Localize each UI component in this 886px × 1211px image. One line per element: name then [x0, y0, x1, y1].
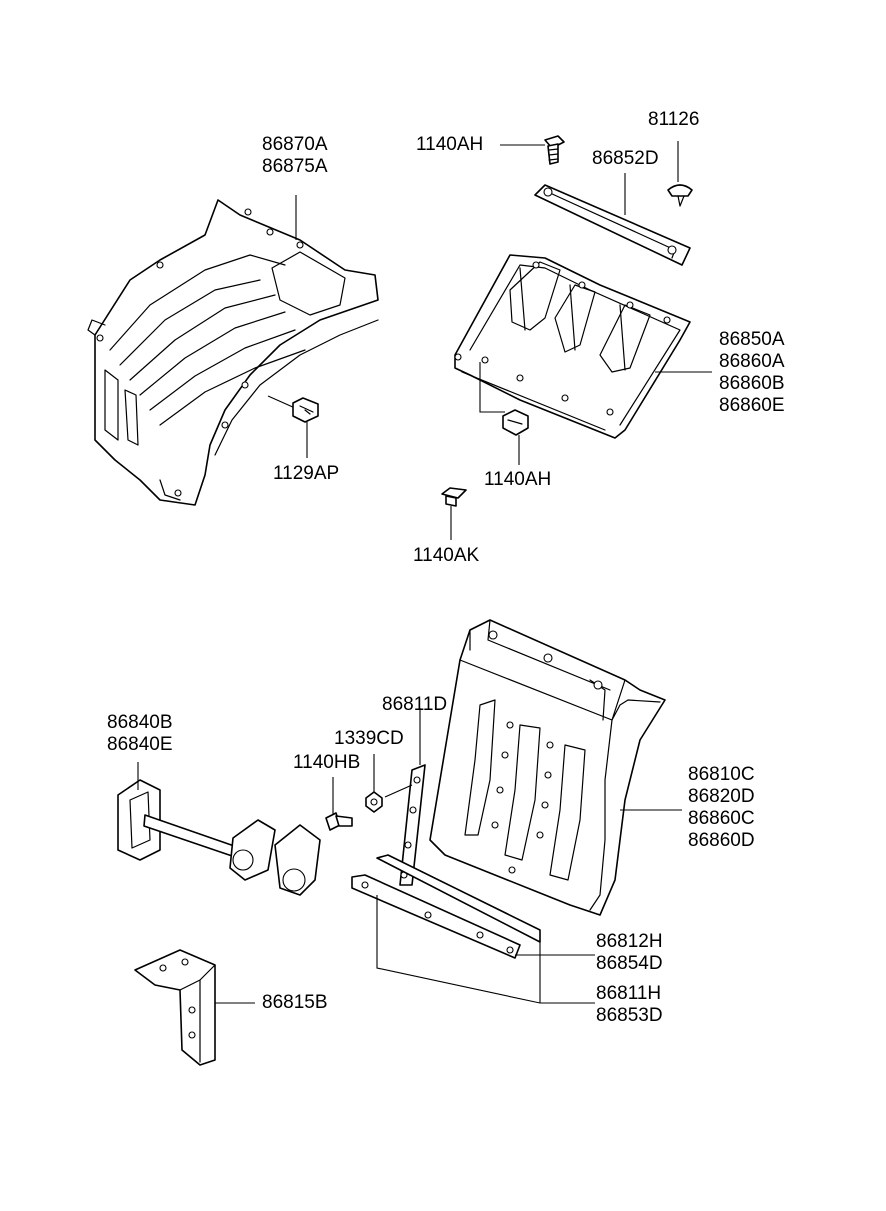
callout-line: 86840E	[107, 734, 173, 755]
callout-line: 86854D	[596, 953, 663, 974]
callout-1140hb: 1140HB	[293, 752, 360, 774]
callout-line: 86811D	[382, 694, 448, 715]
callout-line: 86860E	[719, 395, 785, 416]
flap-strips	[351, 854, 595, 1004]
callout-1140ak: 1140AK	[413, 545, 479, 567]
callout-line: 86860D	[688, 830, 755, 851]
bolt-1140hb-icon	[325, 777, 353, 831]
callout-1129ap: 1129AP	[273, 463, 339, 485]
callout-line: 86840B	[107, 712, 173, 733]
callout-86850a: 86850A 86860A 86860B 86860E	[719, 329, 785, 417]
bolt-1129ap-icon	[292, 397, 319, 458]
callout-line: 86820D	[688, 786, 755, 807]
callout-line: 86853D	[596, 1005, 663, 1026]
callout-86815b: 86815B	[262, 992, 328, 1014]
callout-line: 86815B	[262, 992, 328, 1013]
callout-86811h: 86811H 86853D	[596, 983, 663, 1027]
callout-line: 86860C	[688, 808, 755, 829]
callout-line: 1140AH	[484, 469, 552, 490]
bolt-1140ah-mid-icon	[502, 409, 529, 465]
callout-line: 86870A	[262, 134, 328, 155]
callout-86812h: 86812H 86854D	[596, 931, 663, 975]
bracket-86815b	[134, 949, 255, 1066]
support-rod	[117, 762, 321, 896]
callout-line: 1140AH	[416, 134, 484, 155]
bolt-1140ak-icon	[441, 487, 467, 540]
callout-86870a: 86870A 86875A	[262, 134, 328, 178]
callout-86852d: 86852D	[592, 148, 659, 170]
callout-line: 81126	[648, 109, 700, 130]
wheel-housing-panel	[87, 195, 379, 506]
callout-86811d: 86811D	[382, 694, 447, 716]
callout-line: 86875A	[262, 156, 328, 177]
callout-1339cd: 1339CD	[334, 728, 404, 750]
callout-line: 1140HB	[293, 752, 361, 773]
nut-1339cd-icon	[365, 754, 383, 813]
callout-line: 1129AP	[273, 463, 340, 484]
callout-line: 86860A	[719, 351, 785, 372]
callout-line: 1339CD	[334, 728, 404, 749]
skid-plate	[454, 254, 712, 439]
callout-line: 86810C	[688, 764, 755, 785]
callout-line: 86860B	[719, 373, 785, 394]
mud-flap	[429, 619, 682, 916]
callout-81126: 81126	[648, 109, 699, 131]
bolt-1140ah-top-icon	[500, 135, 565, 165]
callout-86810c: 86810C 86820D 86860C 86860D	[688, 764, 755, 852]
callout-line: 86850A	[719, 329, 785, 350]
clip-81126-icon	[667, 141, 693, 207]
callout-1140ah-mid: 1140AH	[484, 469, 551, 491]
callout-line: 86852D	[592, 148, 659, 169]
callout-1140ah-top: 1140AH	[416, 134, 483, 156]
reinforcement-strip	[534, 173, 691, 266]
callout-line: 1140AK	[413, 545, 480, 566]
callout-line: 86812H	[596, 931, 663, 952]
callout-86840b: 86840B 86840E	[107, 712, 173, 756]
callout-line: 86811H	[596, 983, 662, 1004]
